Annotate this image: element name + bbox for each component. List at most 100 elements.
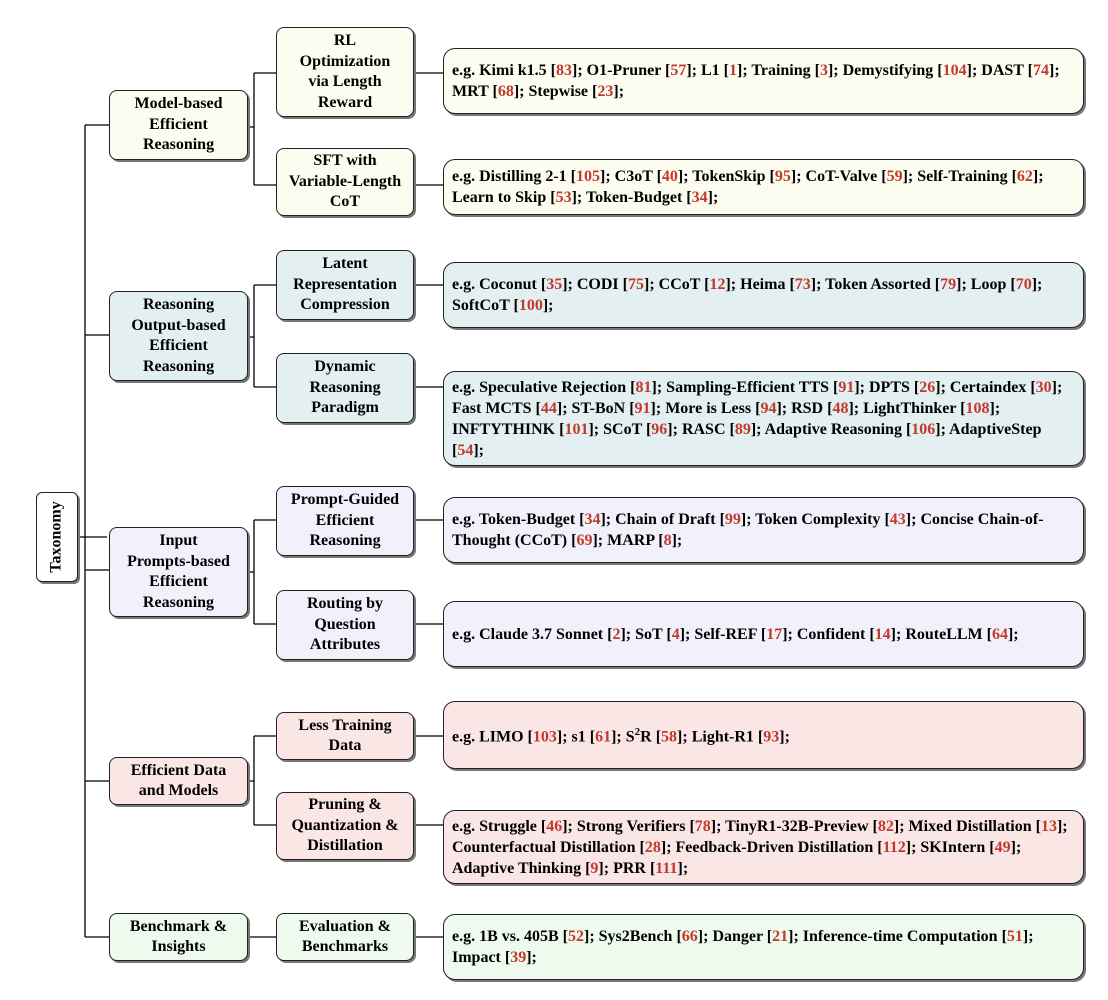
example-text-segment: ]; Learn to Skip [ (452, 168, 1044, 206)
node-label-line: SFT with (313, 152, 377, 170)
node-label-line: Prompt-Guided (290, 491, 400, 509)
example-text-segment: R [ (640, 728, 662, 746)
example-text-segment: ]; Self-Training [ (902, 168, 1017, 185)
example-text-segment: ]; O1-Pruner [ (572, 62, 671, 79)
citation-number: 1 (729, 62, 737, 79)
citation-number: 75 (627, 276, 644, 293)
node-label-line: Reasoning (142, 296, 215, 313)
example-text-segment: ]; TokenSkip [ (677, 168, 775, 185)
example-text-segment: ]; Training [ (737, 62, 820, 79)
citation-number: 104 (942, 62, 967, 79)
example-text-segment: ]; AdaptiveStep [ (452, 420, 1042, 459)
example-text-segment: ]; DPTS [ (854, 378, 920, 396)
example-text-segment: ]; RSD [ (776, 399, 833, 417)
examples-box-prompt-guided: e.g. Token-Budget [34]; Chain of Draft [… (443, 497, 1084, 563)
examples-text: e.g. Speculative Rejection [81]; Samplin… (452, 377, 1073, 461)
node-label-line: CoT (329, 193, 361, 211)
category-label: Benchmark &Insights (130, 917, 227, 958)
example-text-segment: e.g. Distilling 2-1 [ (452, 168, 576, 185)
example-text-segment: ]; Demystifying [ (827, 62, 943, 79)
node-label-line: Efficient Data (130, 761, 227, 779)
citation-number: 9 (590, 859, 599, 877)
example-text-segment: e.g. Claude 3.7 Sonnet [ (452, 625, 613, 643)
citation-number: 106 (911, 420, 936, 438)
taxonomy-root-node: Taxonomy (36, 492, 78, 582)
citation-number: 94 (760, 399, 777, 417)
examples-text: e.g. Struggle [46]; Strong Verifiers [78… (452, 816, 1073, 879)
example-text-segment: ]; (707, 189, 719, 206)
example-text-segment: ]; (677, 859, 689, 877)
node-label-line: Benchmarks (301, 938, 389, 955)
citation-number: 91 (634, 399, 651, 417)
example-text-segment: ]; Certaindex [ (935, 378, 1036, 396)
subcategory-node-evaluation: Evaluation &Benchmarks (276, 913, 414, 961)
node-label-line: Quantization & (291, 816, 399, 834)
example-text-segment: ]; Danger [ (697, 928, 773, 945)
citation-number: 48 (832, 399, 849, 417)
node-label-line: Reasoning (142, 136, 215, 154)
node-label-line: Reasoning (142, 357, 215, 375)
citation-number: 93 (763, 728, 780, 746)
example-text-segment: ]; Mixed Distillation [ (893, 817, 1041, 835)
citation-number: 39 (510, 949, 527, 966)
node-label-line: and Models (138, 782, 219, 799)
examples-text: e.g. 1B vs. 405B [52]; Sys2Bench [66]; D… (452, 926, 1073, 968)
citation-number: 69 (576, 532, 593, 549)
example-text-segment: ]; Sampling-Efficient TTS [ (651, 378, 839, 396)
taxonomy-root-label: Taxonomy (48, 501, 65, 573)
example-text-segment: ]; More is Less [ (650, 399, 761, 417)
node-label-line: Reward (317, 93, 373, 111)
example-text-segment: ]; CCoT [ (643, 276, 710, 293)
examples-text: e.g. Token-Budget [34]; Chain of Draft [… (452, 509, 1073, 551)
citation-number: 43 (889, 511, 906, 528)
examples-text: e.g. Claude 3.7 Sonnet [2]; SoT [4]; Sel… (452, 624, 1073, 645)
citation-number: 35 (546, 276, 563, 293)
subcategory-label: Pruning &Quantization &Distillation (291, 795, 398, 857)
citation-number: 70 (1015, 276, 1032, 293)
example-text-segment: ]; SoT [ (620, 625, 672, 643)
citation-number: 95 (774, 168, 791, 185)
subcategory-label: Evaluation &Benchmarks (299, 917, 391, 958)
example-text-segment: ]; RouteLLM [ (890, 625, 992, 643)
node-label-line: Insights (151, 938, 206, 955)
example-text-segment: ]; Fast MCTS [ (452, 378, 1063, 417)
node-label-line: Reasoning (142, 593, 215, 611)
citation-number: 81 (635, 378, 652, 396)
citation-number: 68 (497, 83, 514, 100)
citation-number: 78 (694, 817, 711, 835)
examples-text: e.g. Kimi k1.5 [83]; O1-Pruner [57]; L1 … (452, 60, 1073, 102)
example-text-segment: ]; S (611, 728, 635, 746)
subcategory-node-pruning: Pruning &Quantization &Distillation (276, 792, 414, 860)
example-text-segment: ]; Heima [ (725, 276, 795, 293)
example-text-segment: ]; L1 [ (686, 62, 729, 79)
examples-box-evaluation: e.g. 1B vs. 405B [52]; Sys2Bench [66]; D… (443, 914, 1084, 980)
examples-box-less-training: e.g. LIMO [103]; s1 [61]; S2R [58]; Ligh… (443, 701, 1084, 769)
example-text-segment: ]; Strong Verifiers [ (562, 817, 695, 835)
node-label-line: Pruning & (308, 796, 382, 814)
example-text-segment: e.g. Kimi k1.5 [ (452, 62, 556, 79)
citation-number: 64 (991, 625, 1008, 643)
citation-number: 49 (994, 838, 1011, 856)
citation-number: 52 (568, 928, 584, 945)
example-text-segment: ]; Feedback-Driven Distillation [ (660, 838, 883, 856)
example-text-segment: ]; SoftCoT [ (452, 276, 1043, 314)
example-text-segment: ]; (779, 728, 790, 746)
citation-number: 44 (540, 399, 557, 417)
category-node-efficient-data: Efficient Data and Models (109, 757, 248, 805)
citation-number: 89 (734, 420, 751, 438)
example-text-segment: ]; Token Assorted [ (810, 276, 941, 293)
